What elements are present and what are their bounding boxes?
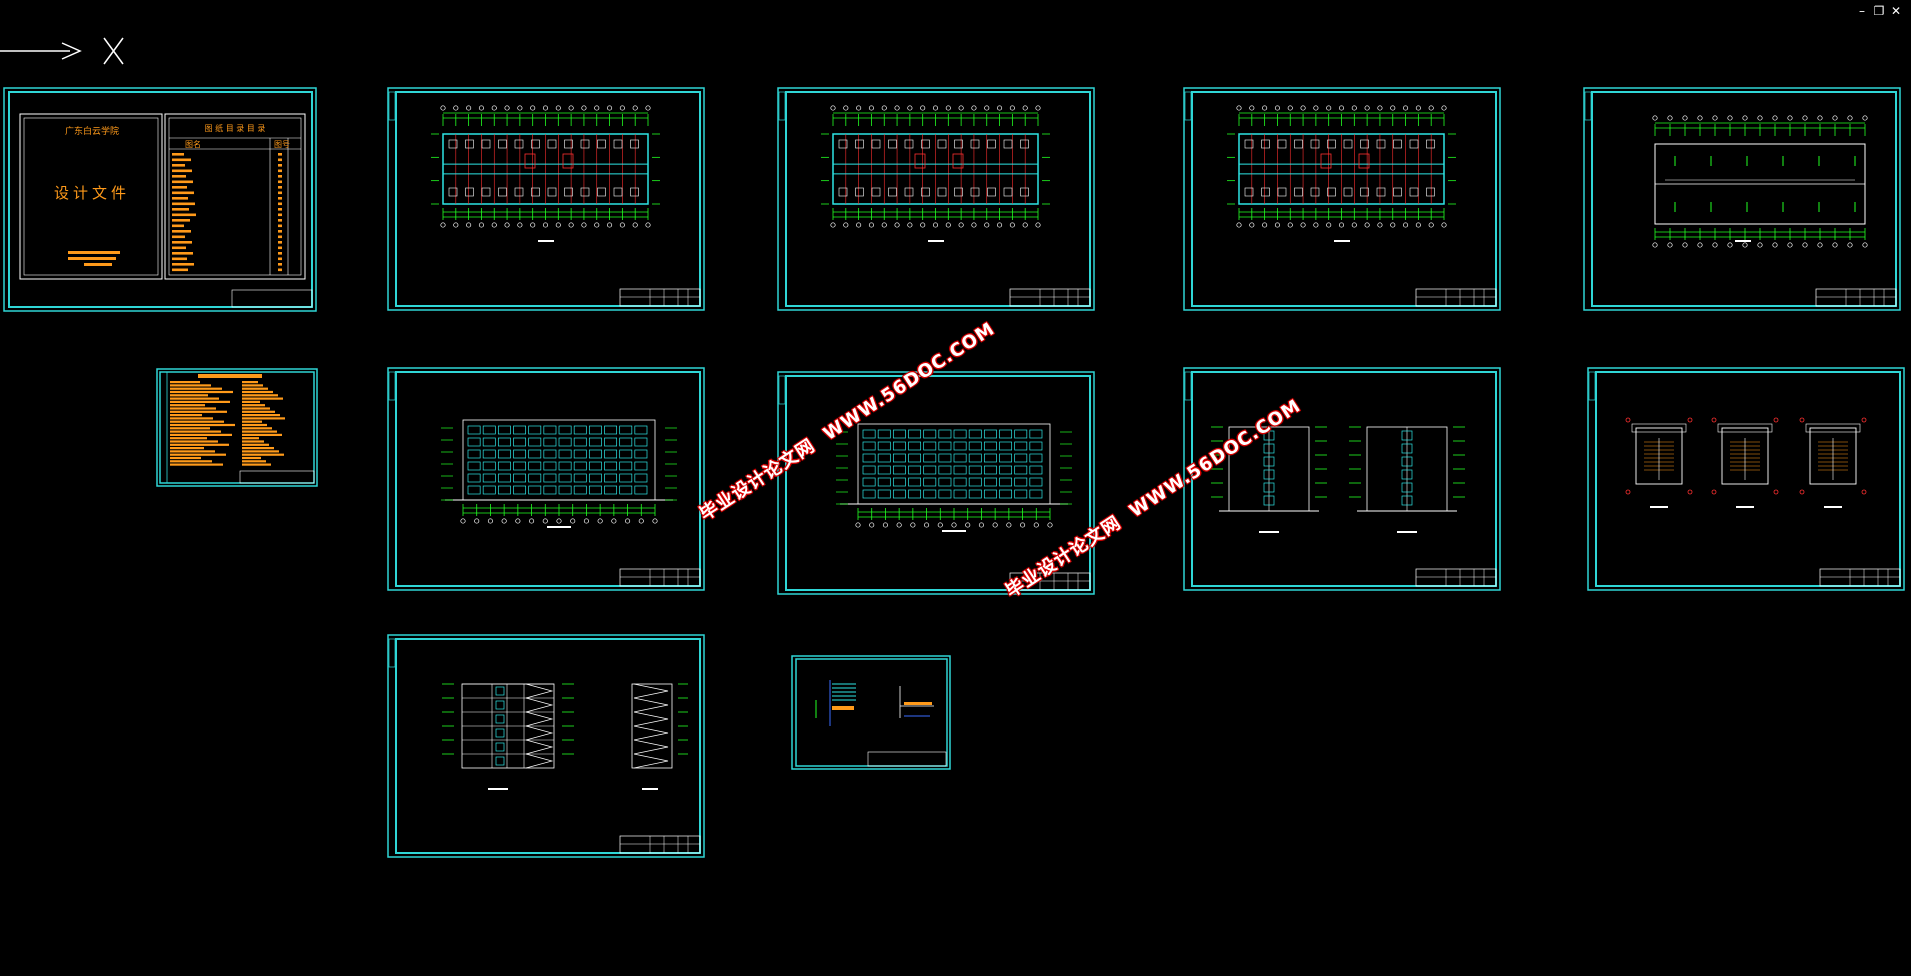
sheet-design-notes[interactable] (156, 368, 318, 487)
sheet-node-details[interactable] (791, 655, 951, 770)
ucs-axis-icon (0, 37, 124, 65)
cover-index-rows (172, 153, 282, 272)
sheet-stair-details[interactable] (1587, 367, 1905, 591)
cover-col-name: 图名 (185, 139, 201, 149)
sheet-side-elevations[interactable] (1183, 367, 1501, 591)
cover-col-no: 图号 (274, 140, 290, 149)
cover-line (84, 263, 112, 266)
sheet-roof-plan[interactable] (1583, 87, 1901, 311)
cover-school: 广东白云学院 (65, 125, 119, 137)
cover-line (68, 251, 120, 254)
close-icon[interactable]: ✕ (1890, 4, 1902, 18)
minimize-icon[interactable]: – (1859, 4, 1865, 18)
sheet-building-sections[interactable] (387, 634, 705, 858)
restore-icon[interactable]: ❐ (1873, 4, 1885, 18)
sheet-rear-elevation[interactable] (777, 371, 1095, 595)
cover-index-title: 图 纸 目 录 目 录 (205, 123, 266, 133)
sheet-standard-floor-plan[interactable] (777, 87, 1095, 311)
cover-line (68, 257, 116, 260)
cover-title: 设计文件 (54, 184, 130, 202)
sheet-top-floor-plan[interactable] (1183, 87, 1501, 311)
sheet-front-elevation[interactable] (387, 367, 705, 591)
design-notes-text (159, 371, 285, 484)
sheet-ground-floor-plan[interactable] (387, 87, 705, 311)
sheet-cover[interactable]: 广东白云学院 设计文件 图 纸 目 录 目 录 图名 图号 (3, 87, 317, 312)
